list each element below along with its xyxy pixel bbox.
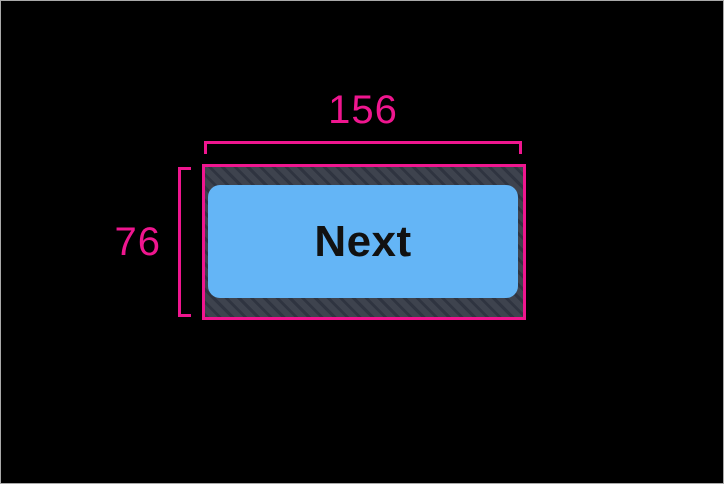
width-measure-bracket — [204, 141, 522, 154]
height-measure-bracket — [178, 167, 191, 317]
height-dimension-label: 76 — [114, 220, 161, 264]
width-dimension-label: 156 — [328, 88, 398, 132]
next-button-label: Next — [314, 216, 412, 266]
widget-bounds-overlay: Next — [202, 164, 526, 320]
next-button[interactable]: Next — [208, 185, 518, 298]
